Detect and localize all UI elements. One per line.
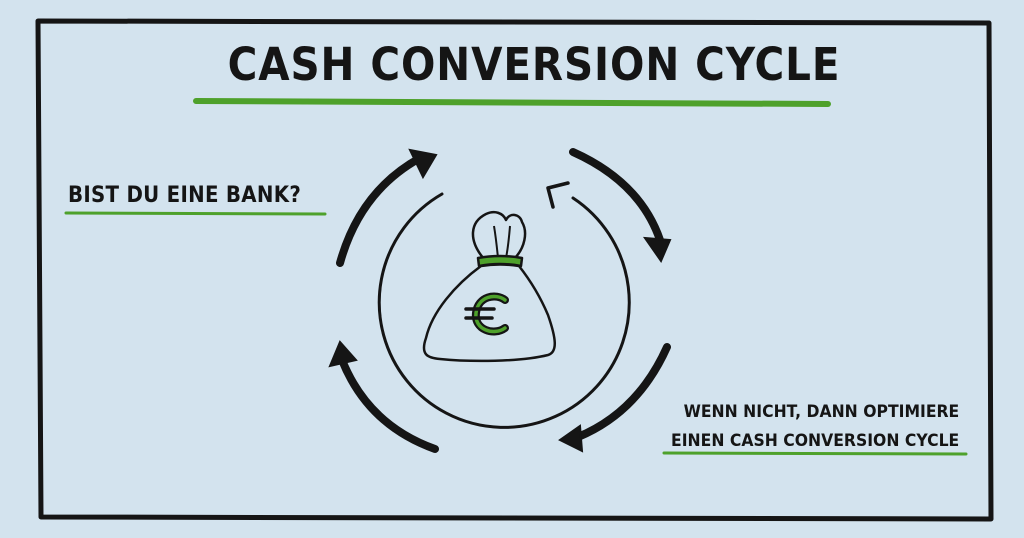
- arrow-top-left: [336, 154, 424, 267]
- title-underline: [193, 98, 831, 107]
- question-underline: [64, 211, 327, 216]
- arrow-top-right: [569, 148, 664, 244]
- answer-label: Wenn nicht, dann optimiere einen Cash Co…: [671, 398, 959, 456]
- arrow-bottom-right: [574, 343, 671, 441]
- outer-arrows: [328, 148, 672, 453]
- bag-body: [422, 263, 556, 363]
- answer-line-2: einen Cash Conversion Cycle: [670, 431, 959, 451]
- arrowhead-top-left-icon: [408, 148, 438, 180]
- bag-top: [471, 211, 527, 261]
- euro-symbol-icon: [464, 292, 509, 336]
- arrow-bottom-left: [338, 356, 439, 453]
- page-title: Cash Conversion Cycle: [227, 38, 841, 91]
- frame-border: [35, 18, 994, 522]
- answer-line-1: Wenn nicht, dann optimiere: [683, 402, 959, 422]
- money-bag-euro-icon: [422, 211, 556, 363]
- answer-underline: [662, 451, 968, 456]
- cycle-circle: [377, 192, 631, 429]
- arrowhead-bottom-right-icon: [558, 424, 584, 453]
- question-label: Bist du eine Bank?: [68, 183, 302, 208]
- arrowhead-bottom-left-icon: [328, 340, 358, 368]
- arrowhead-top-right-icon: [642, 236, 672, 264]
- cycle-arrowhead-icon: [546, 181, 570, 209]
